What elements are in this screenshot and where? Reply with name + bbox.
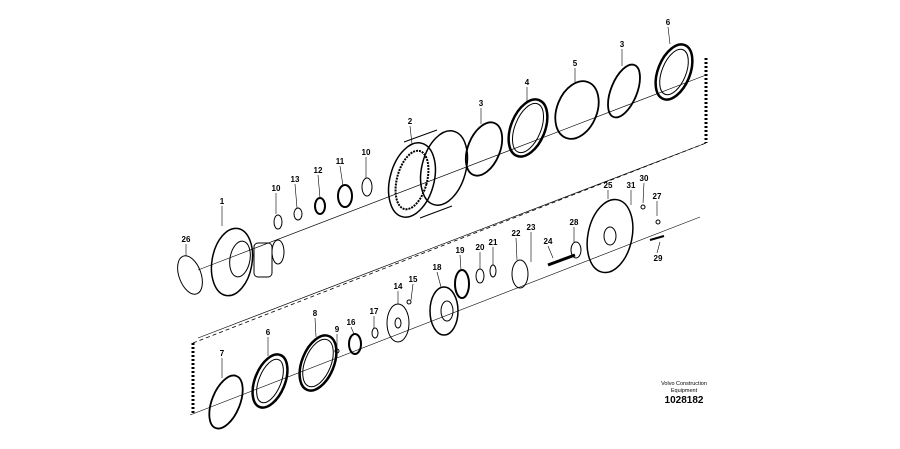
callout-label: 6 <box>666 18 671 27</box>
callout-label: 15 <box>409 275 418 284</box>
callout-label: 22 <box>512 229 521 238</box>
callout-label: 3 <box>479 99 484 108</box>
callout-label: 23 <box>527 223 536 232</box>
callout-label: 11 <box>336 157 345 166</box>
part-cover-plate <box>547 198 665 274</box>
callout-label: 14 <box>394 282 403 291</box>
part-small-bearings-upper <box>273 177 373 230</box>
callout-label: 12 <box>314 166 323 175</box>
callout-labels: 1 2 3 3 4 5 6 6 7 8 9 10 10 11 12 13 14 … <box>182 18 671 358</box>
part-rings-upper <box>464 43 694 177</box>
callout-label: 9 <box>335 325 340 334</box>
callout-label: 5 <box>573 59 578 68</box>
credit-line-2: Equipment <box>670 387 698 394</box>
credit-line-1: Volvo Construction <box>661 381 707 387</box>
part-ring-gear-housing <box>387 129 469 219</box>
callout-label: 30 <box>640 174 649 183</box>
callout-label: 31 <box>627 181 636 190</box>
callout-label: 29 <box>654 254 663 263</box>
callout-label: 27 <box>653 192 662 201</box>
callout-label: 6 <box>266 328 271 337</box>
callout-label: 2 <box>408 117 413 126</box>
callout-label: 21 <box>489 238 498 247</box>
part-planet-carrier <box>177 227 285 297</box>
callout-leader-lines <box>185 26 671 378</box>
callout-label: 4 <box>525 78 530 87</box>
callout-label: 3 <box>620 40 625 49</box>
callout-label: 7 <box>220 349 225 358</box>
callout-label: 16 <box>347 318 356 327</box>
callout-label: 1 <box>220 197 225 206</box>
callout-label: 10 <box>272 184 281 193</box>
callout-label: 20 <box>476 243 485 252</box>
callout-label: 13 <box>291 175 300 184</box>
callout-label: 10 <box>362 148 371 157</box>
callout-label: 24 <box>544 237 553 246</box>
callout-label: 19 <box>456 246 465 255</box>
part-sun-gears-lower <box>429 259 529 336</box>
assembly-axis-lines <box>189 58 708 416</box>
callout-label: 26 <box>182 235 191 244</box>
drawing-reference-number: 1028182 <box>664 395 704 406</box>
callout-label: 18 <box>433 263 442 272</box>
callout-label: 8 <box>313 309 318 318</box>
callout-label: 28 <box>570 218 579 227</box>
callout-label: 17 <box>370 307 379 316</box>
manufacturer-credit: Volvo Construction Equipment <box>656 381 712 394</box>
callout-label: 25 <box>604 181 613 190</box>
part-rings-lower <box>208 334 338 430</box>
